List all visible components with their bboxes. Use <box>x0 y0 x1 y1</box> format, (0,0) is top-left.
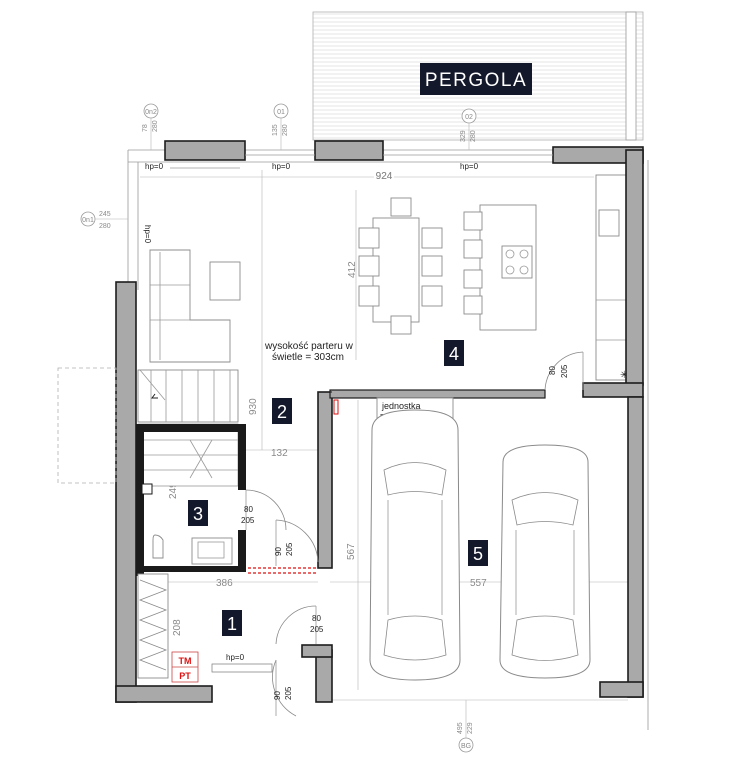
garage-walls <box>248 389 546 703</box>
svg-text:90: 90 <box>273 691 282 700</box>
west-walls <box>57 281 213 703</box>
svg-text:świetle = 303cm: świetle = 303cm <box>272 352 344 363</box>
dim-132: 132 <box>271 448 288 459</box>
svg-text:80: 80 <box>548 366 557 375</box>
svg-text:hp=0: hp=0 <box>226 653 245 662</box>
wall-pier <box>314 140 384 161</box>
meter-markers: TM PT <box>171 651 199 683</box>
kitchen-counter: ✳ <box>595 174 628 381</box>
window-tag-01: 01 <box>277 109 285 116</box>
room-labels: 1 2 3 4 5 <box>188 340 488 636</box>
svg-text:80: 80 <box>312 614 321 623</box>
svg-text:✳: ✳ <box>620 370 628 381</box>
pergola-label-box <box>420 63 532 95</box>
stairs <box>137 369 239 487</box>
window-tag-0n1: 0n1 <box>82 217 94 224</box>
ceiling-height-note: wysokość parteru w świetle = 303cm <box>264 341 354 363</box>
svg-text:jednostka: jednostka <box>381 401 421 411</box>
pergola: PERGOLA <box>312 11 644 141</box>
window-tag-top: 495 <box>457 722 464 734</box>
dimensions: 924 924 412 930 132 249 386 208 567 557 <box>140 169 628 701</box>
window-tag-bottom: 280 <box>282 124 289 136</box>
room-label-5: 5 <box>473 544 483 564</box>
sofa <box>149 249 241 363</box>
doors <box>211 351 584 717</box>
svg-text:hp=0: hp=0 <box>460 162 479 171</box>
window-tag-top: 78 <box>142 124 149 132</box>
window-tag-0n2: 0n2 <box>145 109 157 116</box>
room-label-4: 4 <box>449 344 459 364</box>
svg-text:205: 205 <box>285 542 294 556</box>
window-tag-02: 02 <box>465 114 473 121</box>
dim-412: 412 <box>347 261 358 278</box>
window-tag-bottom: 280 <box>152 120 159 132</box>
window-tag-bottom: 280 <box>470 130 477 142</box>
bathroom <box>136 424 287 576</box>
dim-249: 249 <box>168 482 179 499</box>
window-tag-bottom: 229 <box>467 722 474 734</box>
dim-567: 567 <box>346 543 357 560</box>
svg-text:205: 205 <box>284 686 293 700</box>
dining-table <box>358 197 443 335</box>
svg-text:hp=0: hp=0 <box>272 162 291 171</box>
window-tag-top: 135 <box>272 124 279 136</box>
dim-557: 557 <box>470 578 487 589</box>
svg-text:205: 205 <box>560 364 569 378</box>
cooktop <box>501 245 533 279</box>
dim-386: 386 <box>216 578 233 589</box>
north-wall <box>127 140 644 290</box>
svg-text:205: 205 <box>310 625 324 634</box>
wall-pier <box>164 140 246 161</box>
sink <box>598 209 620 237</box>
tm-marker: TM <box>179 656 192 666</box>
kitchen-island <box>463 204 537 331</box>
window-tag-top: 329 <box>460 130 467 142</box>
window-tag-top: 245 <box>99 211 111 218</box>
svg-text:80: 80 <box>244 505 253 514</box>
room-label-3: 3 <box>193 504 203 524</box>
car-right <box>499 444 591 679</box>
svg-text:hp=0: hp=0 <box>145 162 164 171</box>
pt-marker: PT <box>179 671 191 681</box>
window-tag-bottom: 280 <box>99 223 111 230</box>
room-label-2: 2 <box>277 402 287 422</box>
svg-text:90: 90 <box>274 547 283 556</box>
toilet <box>152 534 164 559</box>
washbasin <box>191 537 233 565</box>
window-tags: 0n2 78 280 01 135 280 02 329 280 0n1 245… <box>80 103 477 753</box>
svg-text:205: 205 <box>241 516 255 525</box>
car-left <box>369 409 461 681</box>
window-tag-bg: BG <box>461 743 471 750</box>
room-label-1: 1 <box>227 614 237 634</box>
east-walls <box>582 149 649 730</box>
svg-text:wysokość parteru w: wysokość parteru w <box>264 341 354 352</box>
door-dims: 80 205 80 205 90 205 80 205 90 205 <box>241 364 569 700</box>
svg-text:hp=0: hp=0 <box>143 225 152 244</box>
wardrobe <box>137 573 169 679</box>
pergola-label: PERGOLA <box>425 70 527 91</box>
coffee-table <box>209 261 241 301</box>
hp-labels: hp=0 hp=0 hp=0 hp=0 hp=0 <box>143 162 479 662</box>
dim-930: 930 <box>248 398 259 415</box>
dim-208: 208 <box>172 619 183 636</box>
svg-text:924: 924 <box>376 171 393 182</box>
dim-924: 924 <box>376 171 393 182</box>
